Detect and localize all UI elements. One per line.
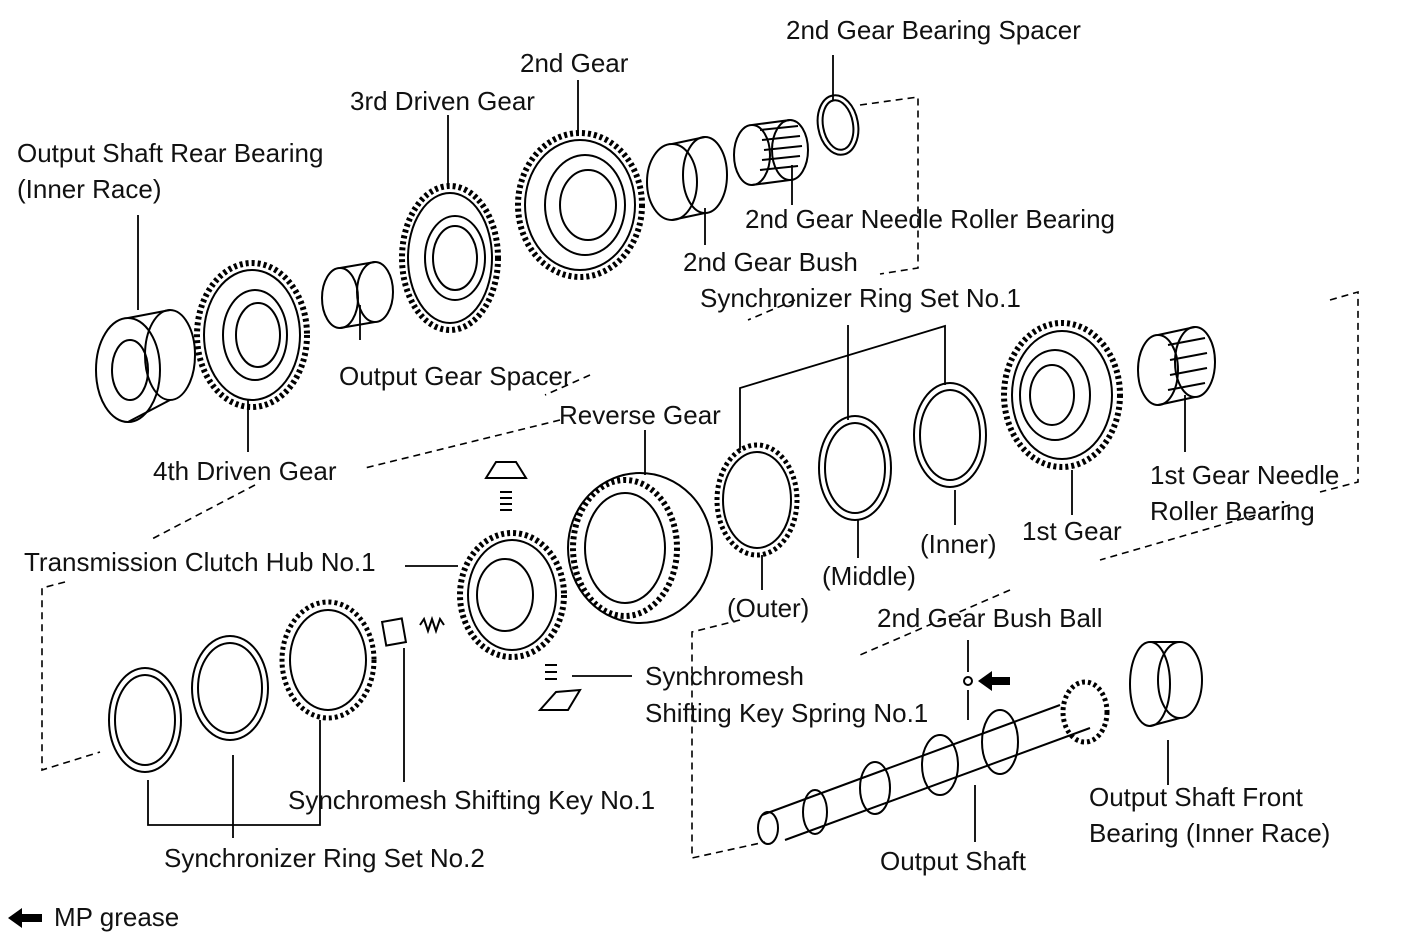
dashed-guides (41, 96, 1359, 859)
label-2nd-gear: 2nd Gear (520, 48, 629, 78)
rear-bearing-inner-race (95, 309, 196, 423)
label-reverse-gear: Reverse Gear (559, 400, 721, 430)
output-gear-spacer (321, 261, 394, 329)
sync-ring2-inner (108, 667, 182, 773)
sync-ring-outer (714, 442, 800, 558)
driven-gear-4th (194, 260, 310, 410)
label-key-spring-line1: Synchromesh (645, 661, 804, 691)
bush-ball (963, 676, 973, 686)
reverse-gear (567, 472, 713, 624)
label-front-bearing-line1: Output Shaft Front (1089, 782, 1303, 812)
gear-2nd (515, 130, 645, 280)
label-2nd-gear-bush-ball: 2nd Gear Bush Ball (877, 603, 1103, 633)
clutch-hub (457, 530, 567, 660)
label-3rd-driven-gear: 3rd Driven Gear (350, 86, 535, 116)
label-sync-ring-set-1: Synchronizer Ring Set No.1 (700, 283, 1021, 313)
left-arrow-icon (978, 671, 1010, 691)
label-1st-needle-line2: Roller Bearing (1150, 496, 1315, 526)
needle-bearing-1st (1137, 326, 1216, 406)
sync-ring2-outer (279, 599, 377, 721)
label-output-shaft: Output Shaft (880, 846, 1026, 876)
sync-ring2-middle (191, 635, 269, 741)
label-1st-needle-line1: 1st Gear Needle (1150, 460, 1340, 490)
left-arrow-icon (8, 907, 42, 928)
bearing-spacer-ring (816, 94, 860, 156)
label-1st-gear: 1st Gear (1022, 516, 1122, 546)
needle-bearing-2nd (733, 119, 809, 186)
label-2nd-gear-bush: 2nd Gear Bush (683, 247, 858, 277)
label-4th-driven-gear: 4th Driven Gear (153, 456, 337, 486)
label-key-spring-line2: Shifting Key Spring No.1 (645, 698, 929, 728)
label-2nd-gear-bearing-spacer: 2nd Gear Bearing Spacer (786, 15, 1081, 45)
driven-gear-3rd (399, 183, 501, 333)
label-shifting-key: Synchromesh Shifting Key No.1 (288, 785, 656, 815)
legend-text: MP grease (54, 902, 180, 932)
gear-1st (1001, 320, 1123, 470)
legend: MP grease (8, 902, 179, 933)
front-bearing-inner-race (1129, 641, 1203, 727)
bush-2nd (646, 136, 728, 221)
label-front-bearing-line2: Bearing (Inner Race) (1089, 818, 1331, 848)
label-outer-ring: (Outer) (727, 593, 810, 623)
label-rear-bearing-line1: Output Shaft Rear Bearing (17, 138, 324, 168)
output-shaft (757, 676, 1110, 845)
shifting-key-top (484, 461, 528, 511)
label-clutch-hub: Transmission Clutch Hub No.1 (24, 547, 376, 577)
shifting-key-bottom (537, 664, 582, 711)
shifting-key-left (380, 615, 445, 647)
label-middle-ring: (Middle) (822, 561, 916, 591)
sync-ring-inner (913, 382, 987, 488)
label-sync-ring-set-2: Synchronizer Ring Set No.2 (164, 843, 485, 873)
label-inner-ring: (Inner) (920, 529, 997, 559)
label-2nd-gear-needle-bearing: 2nd Gear Needle Roller Bearing (745, 204, 1115, 234)
label-rear-bearing-line2: (Inner Race) (17, 174, 162, 204)
label-output-gear-spacer: Output Gear Spacer (339, 361, 572, 391)
sync-ring-middle (818, 415, 892, 521)
